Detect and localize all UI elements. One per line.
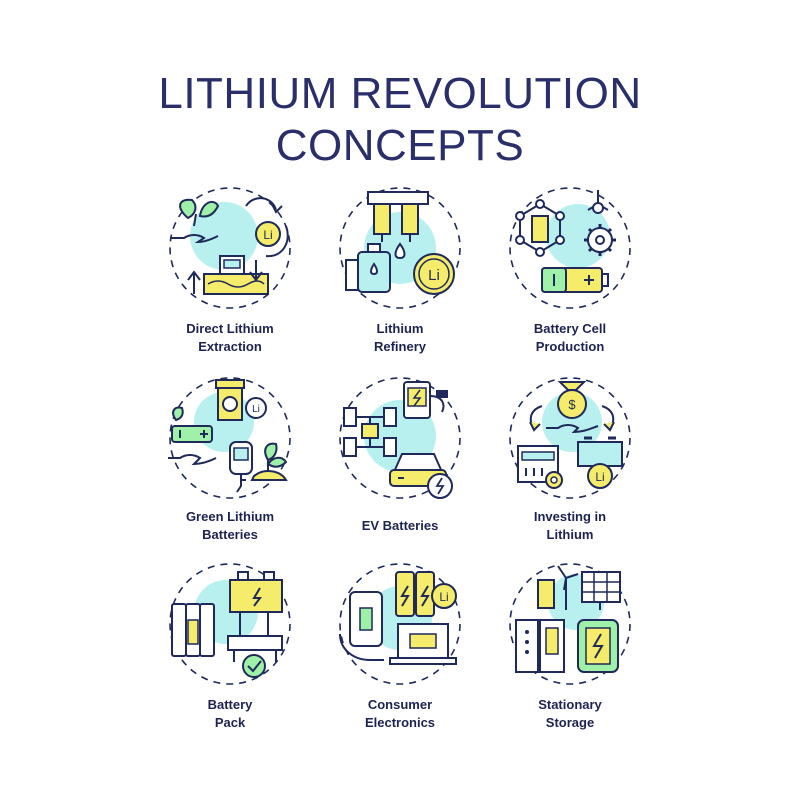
battery-pack-icon	[168, 562, 292, 686]
lithium-refinery-icon: Li	[338, 186, 462, 310]
ev-batteries-icon	[338, 376, 462, 500]
li-badge: Li	[439, 590, 448, 604]
stationary-storage-icon	[508, 562, 632, 686]
li-badge: Li	[595, 470, 604, 484]
green-lithium-batteries-icon: Li	[168, 376, 292, 500]
battery-cell-production-icon	[508, 186, 632, 310]
page-title-line2: CONCEPTS	[275, 121, 525, 170]
li-badge: Li	[428, 267, 440, 284]
direct-lithium-extraction-icon: Li	[168, 186, 292, 310]
svg-text:$: $	[568, 397, 576, 412]
investing-in-lithium-icon: $ Li	[508, 376, 632, 500]
page-title-line1: LITHIUM REVOLUTION	[158, 69, 642, 118]
concept-label: EV Batteries	[361, 518, 439, 533]
li-badge: Li	[263, 228, 272, 242]
consumer-electronics-icon: Li	[338, 562, 462, 686]
li-badge: Li	[252, 404, 260, 415]
